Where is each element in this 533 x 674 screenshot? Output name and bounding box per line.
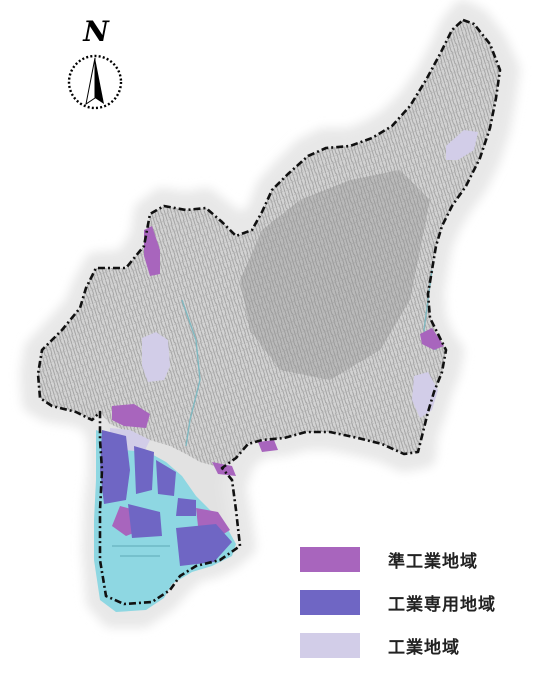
quasi-industrial-zone — [112, 404, 150, 428]
industrial-zone — [412, 372, 438, 418]
industrial-zone — [142, 332, 170, 382]
north-arrow-icon — [67, 54, 123, 110]
legend-swatch — [300, 632, 360, 658]
quasi-industrial-zone — [420, 328, 444, 350]
harbor-water — [94, 430, 236, 612]
industrial-zone — [446, 130, 478, 160]
quay-line — [112, 545, 170, 557]
legend-item-industrial: 工業地域 — [300, 631, 530, 659]
exclusive-industrial-zone — [156, 460, 176, 496]
river-line — [181, 299, 201, 447]
legend-item-quasi-industrial: 準工業地域 — [300, 545, 530, 573]
exclusive-industrial-zone — [176, 498, 196, 516]
dense-core-shading — [240, 170, 430, 380]
legend: 準工業地域 工業専用地域 工業地域 — [300, 545, 530, 674]
quasi-industrial-zone — [144, 226, 160, 276]
legend-item-exclusive-industrial: 工業専用地域 — [300, 588, 530, 616]
legend-label: 工業専用地域 — [388, 594, 496, 615]
legend-swatch — [300, 546, 360, 572]
exclusive-industrial-zone — [176, 524, 232, 566]
north-label: N — [83, 15, 109, 48]
exclusive-industrial-zone — [134, 446, 154, 494]
exclusive-industrial-zone — [100, 430, 130, 504]
legend-swatch — [300, 589, 360, 615]
legend-label: 工業地域 — [388, 637, 460, 658]
legend-label: 準工業地域 — [388, 551, 478, 572]
exclusive-industrial-zone — [128, 504, 162, 538]
quasi-industrial-zone — [258, 440, 278, 452]
